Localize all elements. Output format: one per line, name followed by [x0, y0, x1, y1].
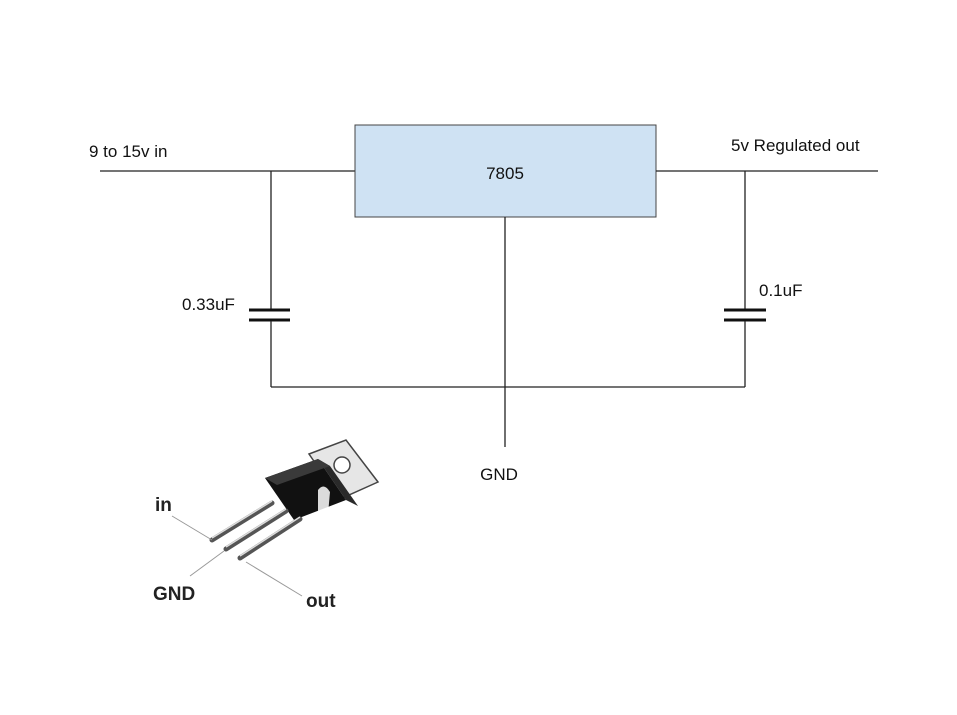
leader-in	[171, 515, 213, 541]
pin-gnd	[223, 508, 289, 552]
pin-in-label: in	[155, 495, 172, 516]
mounting-hole	[333, 456, 351, 474]
output-cap-label: 0.1uF	[759, 281, 802, 300]
pin-out	[237, 516, 303, 561]
package-body-side	[318, 459, 358, 506]
pin-gnd-highlight	[225, 508, 287, 548]
regulator-label: 7805	[486, 164, 524, 183]
pin-in	[209, 500, 275, 543]
input-label: 9 to 15v in	[89, 142, 167, 161]
leader-out	[245, 561, 303, 597]
to220-regulator-illustration: in GND out	[153, 439, 380, 612]
pin-gnd-label: GND	[153, 584, 195, 605]
pin-out-highlight	[239, 516, 301, 557]
package-body-top	[265, 459, 330, 485]
pin-out-label: out	[306, 591, 336, 612]
input-cap-label: 0.33uF	[182, 295, 235, 314]
pin-in-highlight	[211, 500, 273, 539]
leader-gnd	[189, 550, 225, 577]
ground-label: GND	[480, 465, 518, 484]
output-label: 5v Regulated out	[731, 136, 860, 155]
body-notch	[318, 486, 330, 517]
